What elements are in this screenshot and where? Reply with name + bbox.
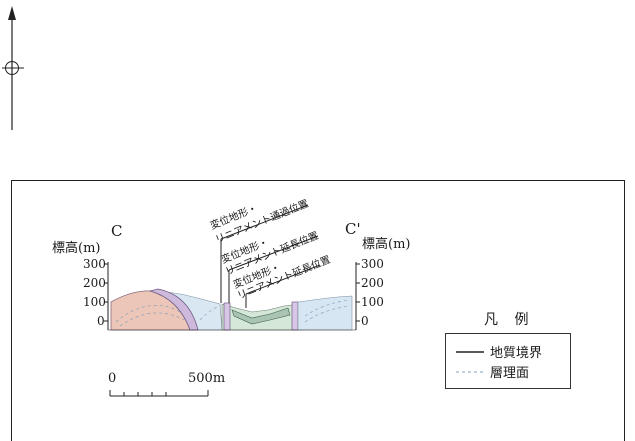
- legend-item-label: 地質境界: [490, 346, 543, 361]
- central-dark-layer: [231, 307, 291, 325]
- legend-box: 地質境界 層理面: [445, 333, 571, 389]
- elevation-tick-right: 300: [361, 257, 384, 271]
- scale-start-label: 0: [108, 371, 117, 386]
- figure-frame: [11, 180, 625, 441]
- section-right-label: C': [345, 220, 361, 238]
- fault-zone-left: [223, 302, 231, 331]
- fault-zone-right: [291, 301, 299, 331]
- scale-bar: [109, 390, 209, 397]
- scale-end-label: 500m: [188, 371, 226, 386]
- right-blue-unit: [297, 295, 353, 331]
- legend-item: 層理面: [456, 362, 529, 381]
- elevation-tick-left: 0: [97, 314, 105, 328]
- elevation-tick-left: 100: [83, 295, 106, 309]
- legend-item-label: 層理面: [490, 366, 530, 381]
- elevation-label-right: 標高(m): [362, 237, 411, 252]
- elevation-label-left: 標高(m): [52, 241, 101, 256]
- elevation-tick-left: 200: [83, 276, 106, 290]
- elevation-tick-right: 200: [361, 276, 384, 290]
- solid-line-icon: [456, 350, 484, 353]
- dashed-line-icon: [456, 371, 484, 372]
- elevation-tick-right: 0: [361, 314, 369, 328]
- legend-title: 凡 例: [484, 312, 535, 328]
- section-left-label: C: [111, 222, 123, 240]
- elevation-tick-right: 100: [361, 295, 384, 309]
- legend-item: 地質境界: [456, 342, 542, 361]
- north-arrow-icon: [2, 6, 24, 130]
- elevation-tick-left: 300: [83, 257, 106, 271]
